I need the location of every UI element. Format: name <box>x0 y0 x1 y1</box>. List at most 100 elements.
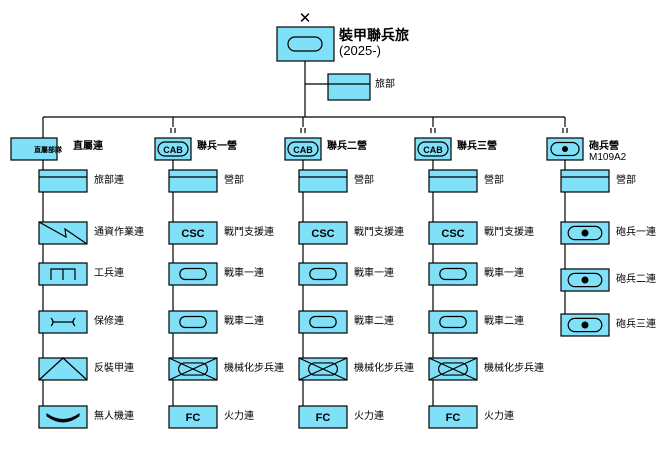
unit-2-2-symbol: CSC <box>168 221 218 245</box>
symbol-frame <box>10 137 58 161</box>
unit-4-1-symbol <box>428 169 478 193</box>
unit-symbol-text: FC <box>186 412 201 424</box>
unit-label: 戰鬥支援連 <box>354 227 404 238</box>
symbol-frame <box>428 262 478 286</box>
armor-oval-icon <box>178 362 209 376</box>
column-2-symbol: CAB <box>154 137 192 161</box>
armor-oval-icon <box>439 315 467 329</box>
unit-symbol-text: CSC <box>441 228 464 240</box>
symbol-frame <box>298 310 348 334</box>
unit-1-2-symbol <box>38 221 88 245</box>
unit-label: 砲兵三連 <box>616 319 656 330</box>
unit-label: 戰車一連 <box>354 268 394 279</box>
artillery-dot-icon <box>581 276 589 284</box>
artillery-dot-icon <box>562 146 568 152</box>
brigade-symbol <box>276 26 335 62</box>
symbol-frame <box>298 169 348 193</box>
unit-5-4-symbol <box>560 313 610 337</box>
cab-oval-icon <box>157 141 189 157</box>
unit-5-2-symbol <box>560 221 610 245</box>
unit-1-6-symbol <box>38 405 88 429</box>
infantry-cross-icon <box>298 357 348 381</box>
column-3-symbol: CAB <box>284 137 322 161</box>
unit-3-1-symbol <box>298 169 348 193</box>
unit-4-5-symbol <box>428 357 478 381</box>
armor-oval-icon <box>179 267 207 281</box>
armor-oval-icon <box>287 36 323 52</box>
column-4-title: 聯兵三營 <box>457 141 497 152</box>
maintenance-wrench-icon <box>50 317 76 327</box>
unit-2-4-symbol <box>168 310 218 334</box>
unit-label: 反裝甲連 <box>94 363 134 374</box>
unit-3-3-symbol <box>298 262 348 286</box>
armor-oval-icon <box>179 315 207 329</box>
unit-label: 火力連 <box>224 411 254 422</box>
column-1-title: 直屬連 <box>73 141 103 152</box>
cab-symbol-text: CAB <box>163 145 183 155</box>
brigade-hq-label: 旅部 <box>375 79 395 90</box>
symbol-frame <box>168 405 218 429</box>
symbol-frame <box>428 221 478 245</box>
unit-2-1-symbol <box>168 169 218 193</box>
unit-1-3-symbol <box>38 262 88 286</box>
symbol-frame <box>38 405 88 429</box>
artillery-dot-icon <box>581 321 589 329</box>
unit-label: 戰鬥支援連 <box>484 227 534 238</box>
unit-2-5-symbol <box>168 357 218 381</box>
column-4-symbol: CAB <box>414 137 452 161</box>
unit-5-1-symbol <box>560 169 610 193</box>
unit-label: 營部 <box>354 175 374 186</box>
armor-oval-icon <box>567 317 603 333</box>
signal-lightning-icon <box>38 221 88 245</box>
unit-label: 戰車二連 <box>224 316 264 327</box>
unit-3-5-symbol <box>298 357 348 381</box>
engineer-icon <box>50 268 76 280</box>
unit-label: 機械化步兵連 <box>354 363 414 374</box>
cab-oval-icon <box>287 141 319 157</box>
column-1-symbol: 直屬部隊 <box>10 137 63 161</box>
unit-1-5-symbol <box>38 357 88 381</box>
column-2-title: 聯兵一營 <box>197 141 237 152</box>
column-3-title: 聯兵二營 <box>327 141 367 152</box>
uav-wing-icon <box>46 413 80 423</box>
symbol-frame <box>428 169 478 193</box>
symbol-frame <box>38 221 88 245</box>
unit-label: 機械化步兵連 <box>484 363 544 374</box>
unit-label: 戰車一連 <box>224 268 264 279</box>
unit-label: 營部 <box>616 175 636 186</box>
armor-oval-icon <box>309 267 337 281</box>
unit-3-4-symbol <box>298 310 348 334</box>
unit-symbol-text: CSC <box>181 228 204 240</box>
unit-label: 火力連 <box>354 411 384 422</box>
armor-oval-icon <box>550 141 580 157</box>
artillery-dot-icon <box>581 229 589 237</box>
unit-4-3-symbol <box>428 262 478 286</box>
unit-label: 戰車一連 <box>484 268 524 279</box>
armor-oval-icon <box>567 272 603 288</box>
unit-label: 砲兵二連 <box>616 274 656 285</box>
column-5-title: 砲兵營 <box>589 141 619 152</box>
column-5-symbol <box>546 137 584 161</box>
infantry-cross-icon <box>428 357 478 381</box>
armor-oval-icon <box>438 362 469 376</box>
symbol-frame <box>298 405 348 429</box>
symbol-frame <box>38 357 88 381</box>
unit-4-4-symbol <box>428 310 478 334</box>
unit-label: 機械化步兵連 <box>224 363 284 374</box>
symbol-frame <box>560 169 610 193</box>
unit-label: 保修連 <box>94 316 124 327</box>
unit-1-1-symbol <box>38 169 88 193</box>
symbol-frame <box>428 405 478 429</box>
unit-4-6-symbol: FC <box>428 405 478 429</box>
unit-label: 旅部連 <box>94 175 124 186</box>
unit-symbol-text: FC <box>446 412 461 424</box>
brigade-title: 裝甲聯兵旅 <box>339 27 409 43</box>
unit-3-2-symbol: CSC <box>298 221 348 245</box>
symbol-frame <box>168 169 218 193</box>
unit-label: 營部 <box>484 175 504 186</box>
armor-oval-icon <box>567 225 603 241</box>
unit-3-6-symbol: FC <box>298 405 348 429</box>
unit-label: 砲兵一連 <box>616 227 656 238</box>
unit-label: 火力連 <box>484 411 514 422</box>
